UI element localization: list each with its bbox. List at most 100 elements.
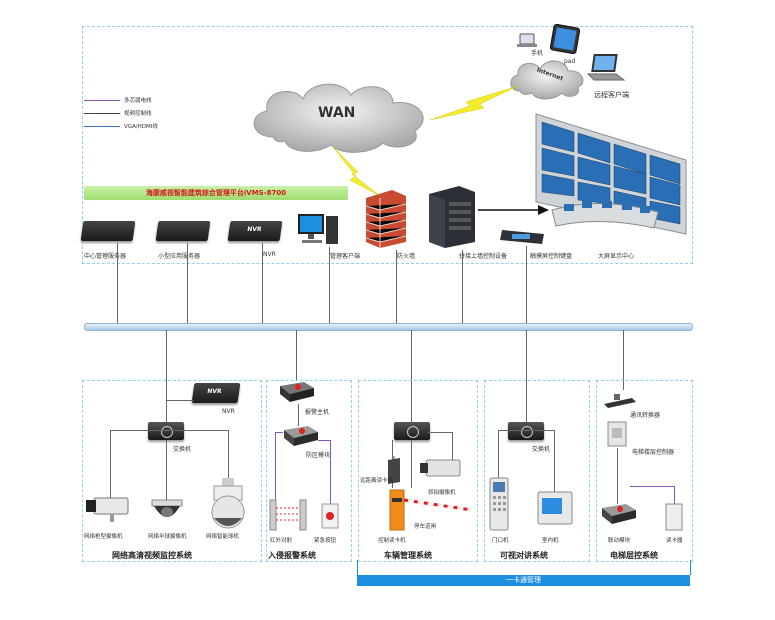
parking-subsystem-frame <box>358 380 478 562</box>
intercom-branch-h <box>498 430 554 431</box>
network-bus <box>84 323 693 331</box>
intercom-branch-indoor <box>554 430 555 492</box>
video-branch-h <box>110 430 228 431</box>
barrier-gate-label: 停车道闸 <box>414 524 437 530</box>
elevator-branch-h <box>630 486 674 487</box>
converter-icon <box>604 394 636 408</box>
elevator-subsystem-frame <box>596 380 693 562</box>
ptz-camera-label: 网络智能球机 <box>206 534 240 540</box>
parking-branch-right-v <box>452 432 453 462</box>
zone-module-label: 防区模块 <box>306 452 331 459</box>
alarm-branch-infra <box>275 432 276 500</box>
card-management-label: 一卡通管理 <box>506 576 541 584</box>
firewall-icon <box>365 190 407 248</box>
alarm-link-v <box>298 404 299 426</box>
elevator-subsystem-title: 电梯层控系统 <box>610 551 658 560</box>
label-app-server: 小型应用服务器 <box>158 253 201 260</box>
intercom-switch-label: 交换机 <box>532 446 551 453</box>
decoder-device-icon <box>429 186 475 248</box>
legend-label-video-control: 视频控制线 <box>124 111 152 117</box>
card-reader-icon <box>665 503 683 531</box>
tablet-icon <box>549 24 581 55</box>
card-reader-label: 读卡器 <box>666 538 683 544</box>
bullet-camera-label: 网络枪型摄像机 <box>84 534 123 540</box>
door-station-label: 门口机 <box>492 538 509 544</box>
phone-label: 手机 <box>531 50 544 57</box>
door-station-icon <box>489 477 509 531</box>
pad-label: pad <box>564 58 576 65</box>
alarm-host-label: 报警主机 <box>305 409 330 416</box>
video-subsystem-frame <box>82 380 262 562</box>
dome-camera-label: 网络半球摄像机 <box>148 534 187 540</box>
connector-top-nvr <box>262 243 263 323</box>
link-module-icon <box>602 504 636 524</box>
label-central-server: 中心管理服务器 <box>84 253 127 260</box>
top-nvr-icon: NVR <box>227 221 283 241</box>
video-nvr-label: NVR <box>222 408 235 415</box>
alarm-subsystem-title: 入侵报警系统 <box>268 551 316 560</box>
legend-line-multicore <box>84 100 120 101</box>
label-management-client: 管理客户端 <box>330 253 361 260</box>
elevator-branch-reader <box>674 486 675 504</box>
connector-app-server <box>187 243 188 323</box>
connector-bus-elevator <box>623 330 624 390</box>
lightning-wan-internet-icon <box>430 85 519 121</box>
elevator-controller-icon <box>607 421 627 447</box>
video-branch-cam2 <box>166 440 167 500</box>
connector-bus-intercom <box>526 330 527 422</box>
indoor-station-label: 室内机 <box>542 538 559 544</box>
platform-banner-text: 海康威视智能建筑综合管理平台iVMS-8700 <box>145 189 287 197</box>
parking-switch-icon <box>394 422 430 440</box>
remote-client-label: 远程客户端 <box>594 91 629 99</box>
arrow-to-videowall-icon <box>478 205 549 215</box>
video-nvr-icon: NVR <box>191 383 241 403</box>
bullet-camera-icon <box>86 497 129 522</box>
label-video-wall: 大屏显示中心 <box>598 253 635 260</box>
card-bar-left-tick <box>357 560 358 575</box>
legend-label-multicore: 多芯弱电线 <box>124 98 152 104</box>
intercom-subsystem-title: 可视对讲系统 <box>500 551 548 560</box>
link-module-label: 联动模块 <box>608 538 631 544</box>
alarm-subsystem-frame <box>266 380 352 562</box>
video-switch-icon <box>148 422 184 440</box>
video-branch-cam1 <box>110 430 111 500</box>
parking-branch-right <box>428 432 452 433</box>
wan-label: WAN <box>318 105 356 121</box>
remote-reader-label: 远距离读卡器 <box>360 478 394 484</box>
emergency-button-icon <box>321 503 339 529</box>
wan-cloud-icon <box>253 83 424 153</box>
top-nvr-text: NVR <box>246 226 262 233</box>
alarm-host-icon <box>280 382 314 402</box>
snapshot-camera-label: 抓拍摄像机 <box>428 490 456 496</box>
label-decoder: 拼接上墙控制设备 <box>459 253 508 260</box>
connector-decoder <box>462 250 463 323</box>
remote-reader-icon <box>388 456 400 484</box>
alarm-branch-button <box>330 440 331 504</box>
connector-bus-video <box>166 330 167 422</box>
video-wall-icon <box>535 113 687 235</box>
management-client-icon <box>298 214 338 244</box>
card-management-bar: 一卡通管理 <box>357 575 690 586</box>
infrared-beam-icon <box>269 499 307 531</box>
infrared-beam-label: 红外对射 <box>270 538 293 544</box>
alarm-branch-h <box>275 432 283 433</box>
card-bar-right-tick <box>690 560 691 575</box>
parking-subsystem-title: 车辆管理系统 <box>384 551 432 560</box>
central-server-icon <box>80 221 136 241</box>
connector-bus-parking <box>411 330 412 422</box>
elevator-controller-label: 电梯楼层控制器 <box>632 449 675 456</box>
parking-branch-mid <box>411 440 412 488</box>
ticket-machine-label: 控制读卡机 <box>378 538 406 544</box>
intercom-subsystem-frame <box>484 380 590 562</box>
intercom-branch-door <box>498 430 499 478</box>
control-center-frame <box>82 26 693 264</box>
control-desk-icon <box>551 201 659 229</box>
internet-cloud-icon <box>510 60 584 100</box>
legend-line-vga <box>84 126 120 127</box>
label-top-nvr: NVR <box>263 251 276 258</box>
snapshot-camera-icon <box>420 459 461 477</box>
label-touch-keyboard: 触摸屏控制键盘 <box>530 253 573 260</box>
indoor-station-icon <box>537 491 573 525</box>
elevator-link-v <box>617 448 618 504</box>
video-branch-cam3 <box>228 430 229 480</box>
